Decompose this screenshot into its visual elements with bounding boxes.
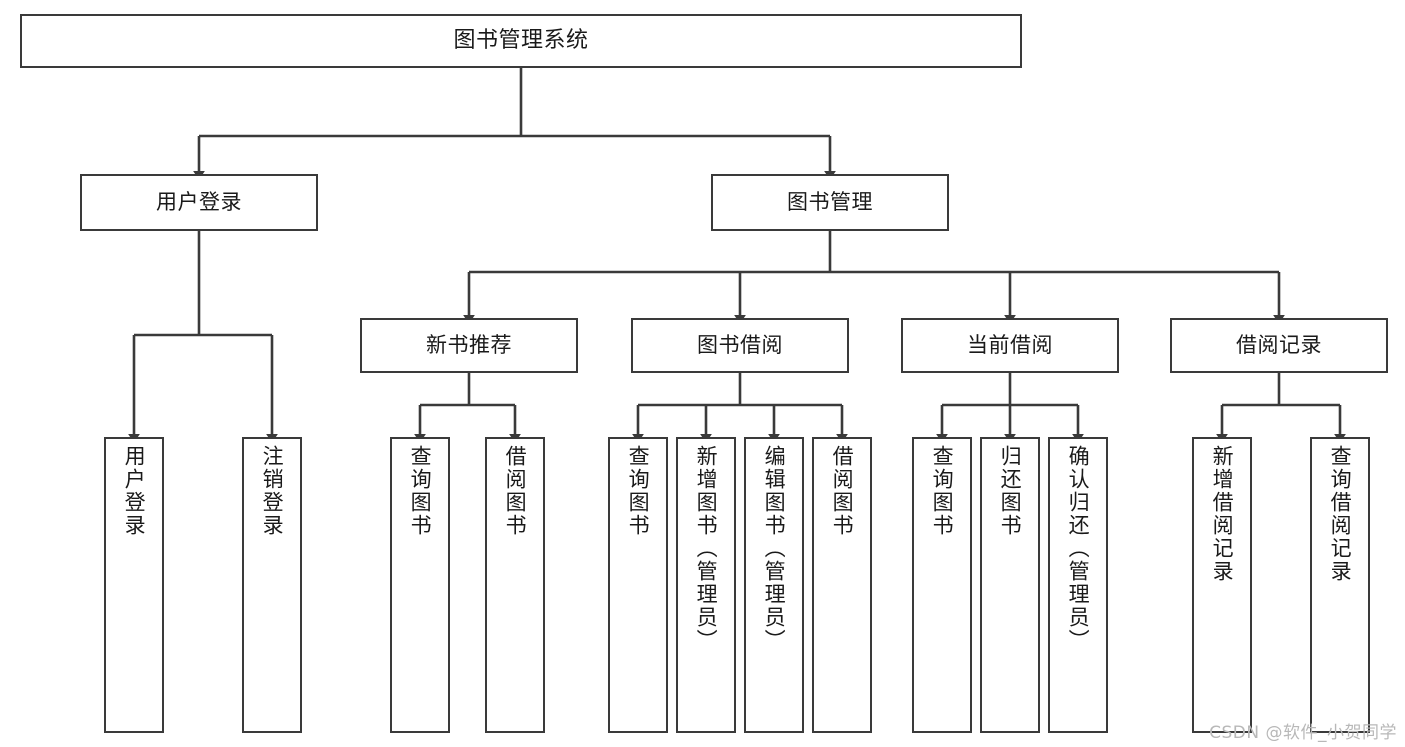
node-label: 查询图书 xyxy=(930,445,955,537)
node-label: 归还图书 xyxy=(998,445,1023,537)
edges-group xyxy=(128,68,1346,443)
node-label: 借阅图书 xyxy=(830,445,855,537)
node-label: 注销登录 xyxy=(260,445,285,537)
node-label: 确认归还（管理员） xyxy=(1066,445,1091,652)
node-leaf-user-login[interactable]: 用户登录 xyxy=(104,437,164,733)
node-label: 新增借阅记录 xyxy=(1210,445,1235,583)
node-label: 查询图书 xyxy=(626,445,651,537)
node-label: 图书管理系统 xyxy=(453,28,589,54)
node-label: 当前借阅 xyxy=(967,333,1053,358)
node-leaf-confirm-return[interactable]: 确认归还（管理员） xyxy=(1048,437,1108,733)
node-label: 借阅图书 xyxy=(503,445,528,537)
watermark: CSDN @软件_小贺同学 xyxy=(1209,723,1397,743)
node-label: 用户登录 xyxy=(156,190,242,215)
node-label: 图书管理 xyxy=(787,190,873,215)
node-borrow-record[interactable]: 借阅记录 xyxy=(1170,318,1388,373)
node-root-book-management-system[interactable]: 图书管理系统 xyxy=(20,14,1022,68)
node-label: 查询图书 xyxy=(408,445,433,537)
node-leaf-add-book[interactable]: 新增图书（管理员） xyxy=(676,437,736,733)
node-leaf-query-book-cb[interactable]: 查询图书 xyxy=(912,437,972,733)
node-current-borrow[interactable]: 当前借阅 xyxy=(901,318,1119,373)
node-leaf-user-logout[interactable]: 注销登录 xyxy=(242,437,302,733)
node-leaf-borrow-book-bb[interactable]: 借阅图书 xyxy=(812,437,872,733)
node-leaf-edit-book[interactable]: 编辑图书（管理员） xyxy=(744,437,804,733)
node-leaf-add-record[interactable]: 新增借阅记录 xyxy=(1192,437,1252,733)
node-leaf-query-record[interactable]: 查询借阅记录 xyxy=(1310,437,1370,733)
node-label: 图书借阅 xyxy=(697,333,783,358)
node-leaf-query-book-bb[interactable]: 查询图书 xyxy=(608,437,668,733)
node-book-manage[interactable]: 图书管理 xyxy=(711,174,949,231)
node-label: 新书推荐 xyxy=(426,333,512,358)
node-label: 查询借阅记录 xyxy=(1328,445,1353,583)
node-leaf-return-book[interactable]: 归还图书 xyxy=(980,437,1040,733)
node-book-borrow[interactable]: 图书借阅 xyxy=(631,318,849,373)
node-user-login[interactable]: 用户登录 xyxy=(80,174,318,231)
node-label: 新增图书（管理员） xyxy=(694,445,719,652)
node-label: 借阅记录 xyxy=(1236,333,1322,358)
node-label: 用户登录 xyxy=(122,445,147,537)
node-label: 编辑图书（管理员） xyxy=(762,445,787,652)
node-leaf-query-book-rec[interactable]: 查询图书 xyxy=(390,437,450,733)
node-new-book-rec[interactable]: 新书推荐 xyxy=(360,318,578,373)
node-leaf-borrow-book-rec[interactable]: 借阅图书 xyxy=(485,437,545,733)
